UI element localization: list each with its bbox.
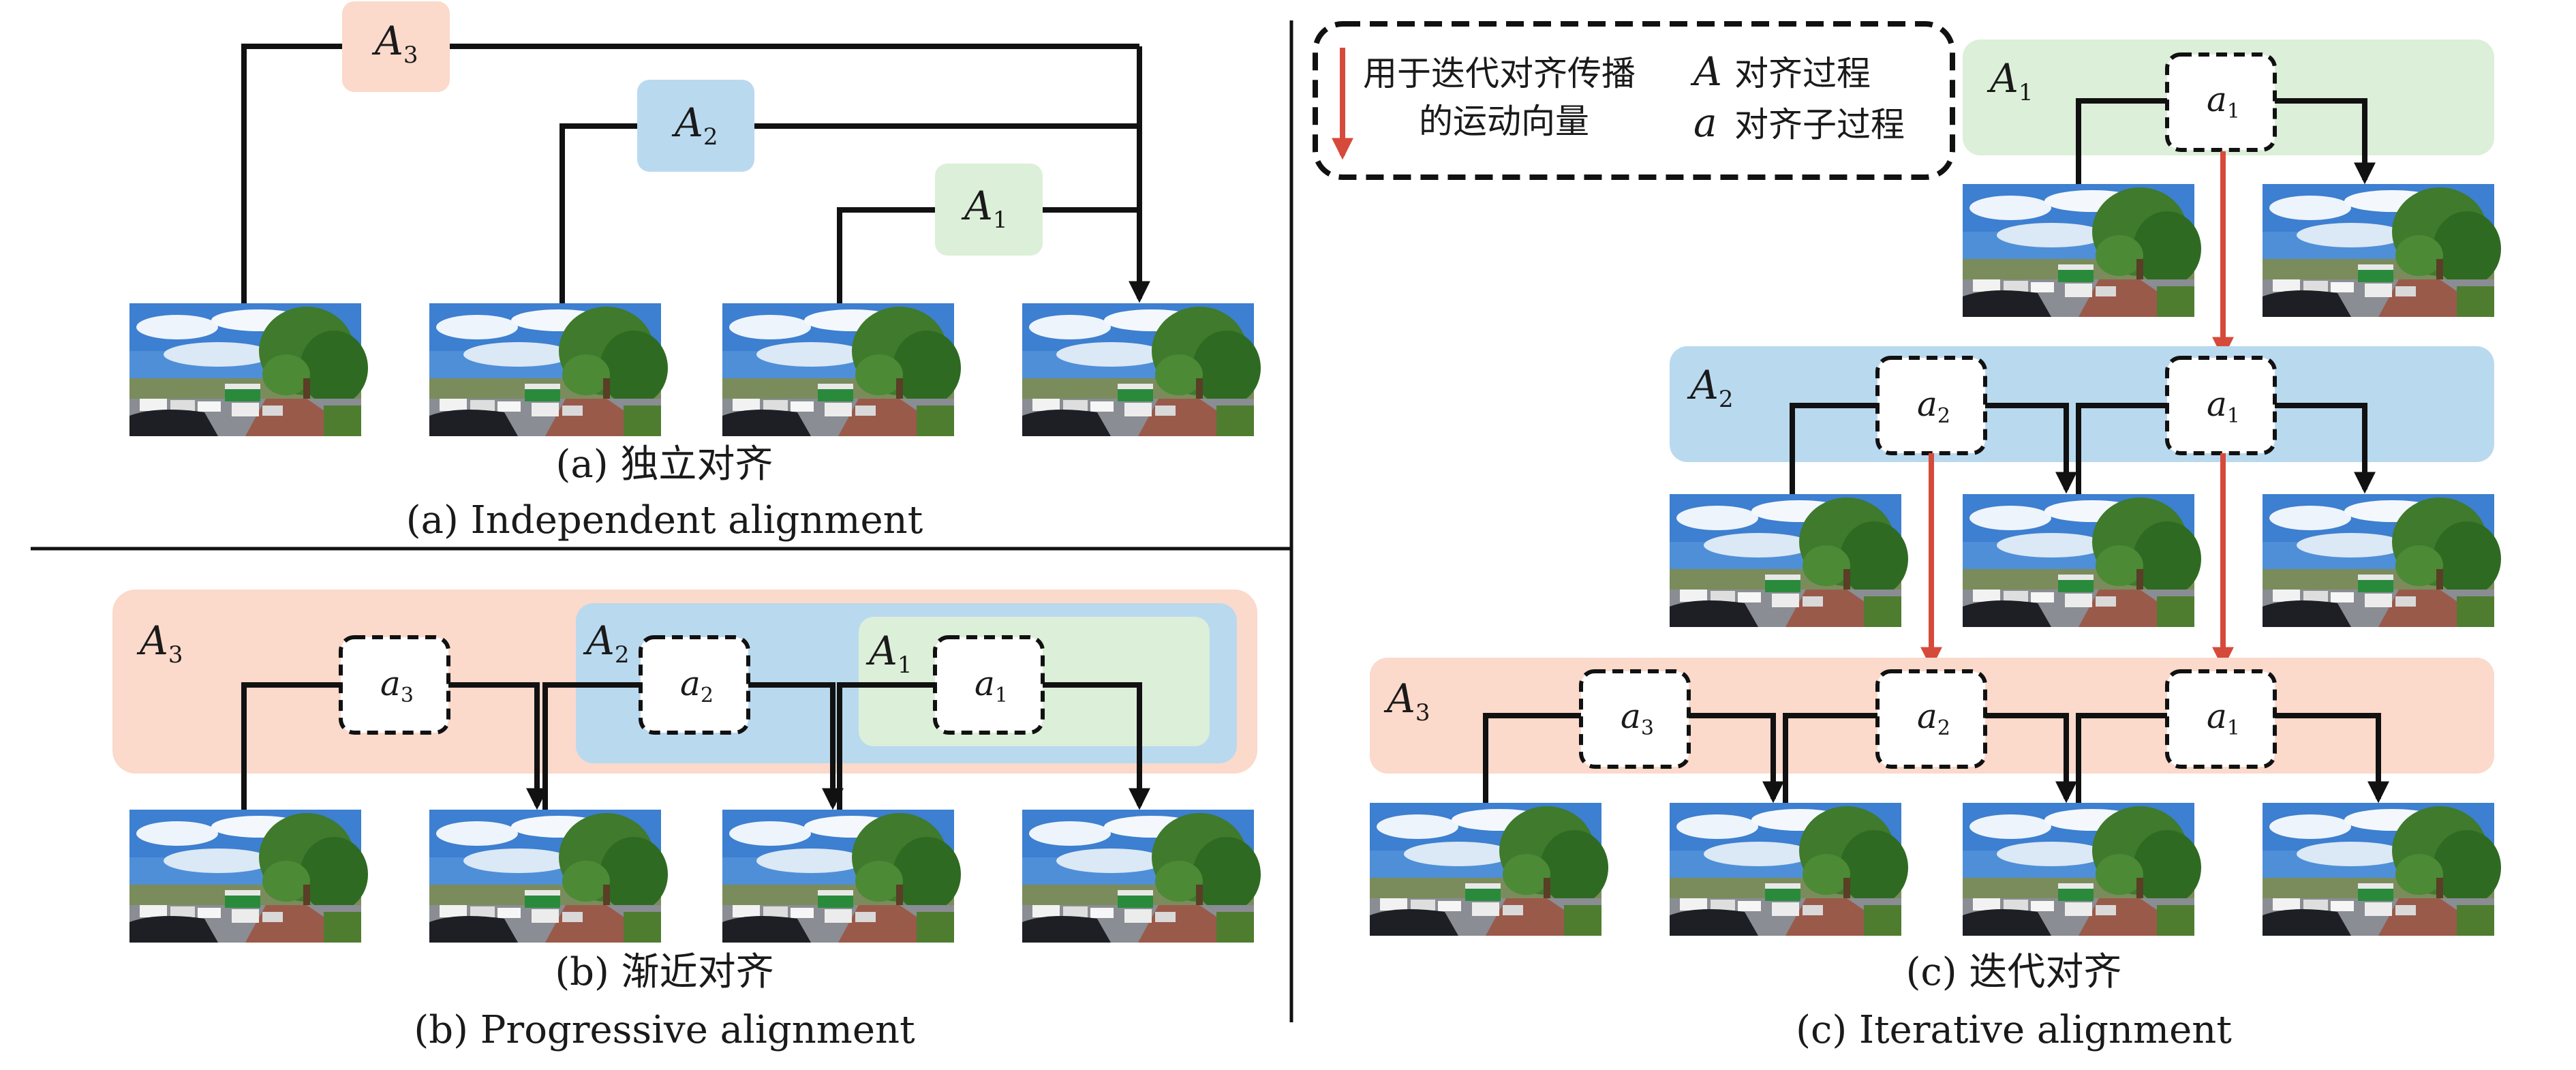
caption-c-en: (c) Iterative alignment [1796, 1008, 2232, 1052]
legend-motion-line2: 的运动向量 [1419, 102, 1589, 141]
frame-image [1963, 494, 2201, 627]
frame-image [1670, 803, 1908, 936]
frame-image [129, 810, 368, 943]
frame-image [722, 303, 961, 436]
A1-box [935, 164, 1043, 256]
legend-a-symbol: a [1693, 100, 1717, 146]
A3-region-label: A3 [1383, 675, 1430, 727]
reference-frame-image [2263, 803, 2501, 936]
row3-a1-subprocess [2165, 669, 2277, 769]
row3-a1-label: a1 [2207, 697, 2240, 740]
panel-c: 用于迭代对齐传播 的运动向量 A 对齐过程 a 对齐子过程 A1 a1 A2 a… [1313, 21, 2501, 1052]
reference-frame-image [2263, 494, 2501, 627]
a1-label: a1 [975, 664, 1008, 707]
a3-label: a3 [380, 664, 414, 707]
legend-motion-line1: 用于迭代对齐传播 [1363, 54, 1636, 93]
legend-box [1313, 21, 1955, 180]
caption-a-en: (a) Independent alignment [406, 498, 923, 542]
row3-a2-label: a2 [1917, 697, 1950, 740]
connector-A2 [559, 123, 1139, 303]
frame-image [429, 303, 668, 436]
row2-a1-label: a1 [2207, 384, 2240, 428]
legend-A-text: 对齐过程 [1734, 54, 1871, 93]
row3-a3-subprocess [1579, 669, 1691, 769]
row1-a1-label: a1 [2207, 80, 2240, 123]
panel-a: A3 A2 A1 (a) 独立对齐 (a) Independent alignm… [129, 1, 1261, 542]
caption-b-cn: (b) 渐近对齐 [555, 950, 773, 994]
row3-a3-label: a3 [1621, 697, 1654, 740]
legend-A-symbol: A [1690, 48, 1722, 95]
row1-a1-subprocess [2165, 52, 2277, 152]
reference-frame-image [1022, 303, 1261, 436]
A3-region-label: A3 [136, 617, 183, 669]
A1-label: A1 [961, 183, 1008, 234]
reference-frame-image [1022, 810, 1261, 943]
A2-box [637, 80, 754, 172]
A3-label: A3 [371, 18, 418, 69]
row2-a2-label: a2 [1917, 384, 1950, 428]
A1-region-label: A1 [865, 628, 913, 679]
frame-image [1963, 184, 2201, 317]
legend-a-text: 对齐子过程 [1734, 105, 1905, 144]
a2-subprocess [639, 635, 750, 735]
frame-image [1370, 803, 1608, 936]
A2-label: A2 [671, 100, 718, 151]
a1-subprocess [933, 635, 1045, 735]
frame-image [429, 810, 668, 943]
A2-region-label: A2 [583, 617, 630, 669]
a2-label: a2 [680, 664, 714, 707]
a3-subprocess [339, 635, 450, 735]
reference-frame-image [2263, 184, 2501, 317]
connector-A3 [241, 44, 1139, 303]
A2-region-label: A2 [1687, 362, 1734, 413]
panel-b: A3 A2 A1 a3 a2 a1 (b) 渐近对齐 (b) Progressi… [112, 590, 1261, 1052]
A3-box [342, 1, 450, 92]
frame-image [1963, 803, 2201, 936]
frame-image [129, 303, 368, 436]
row3-a2-subprocess [1875, 669, 1987, 769]
caption-c-cn: (c) 迭代对齐 [1906, 950, 2122, 994]
A1-region-label: A1 [1987, 55, 2034, 106]
frame-image [722, 810, 961, 943]
frame-image [1670, 494, 1908, 627]
caption-a-cn: (a) 独立对齐 [556, 442, 773, 487]
caption-b-en: (b) Progressive alignment [414, 1008, 915, 1052]
